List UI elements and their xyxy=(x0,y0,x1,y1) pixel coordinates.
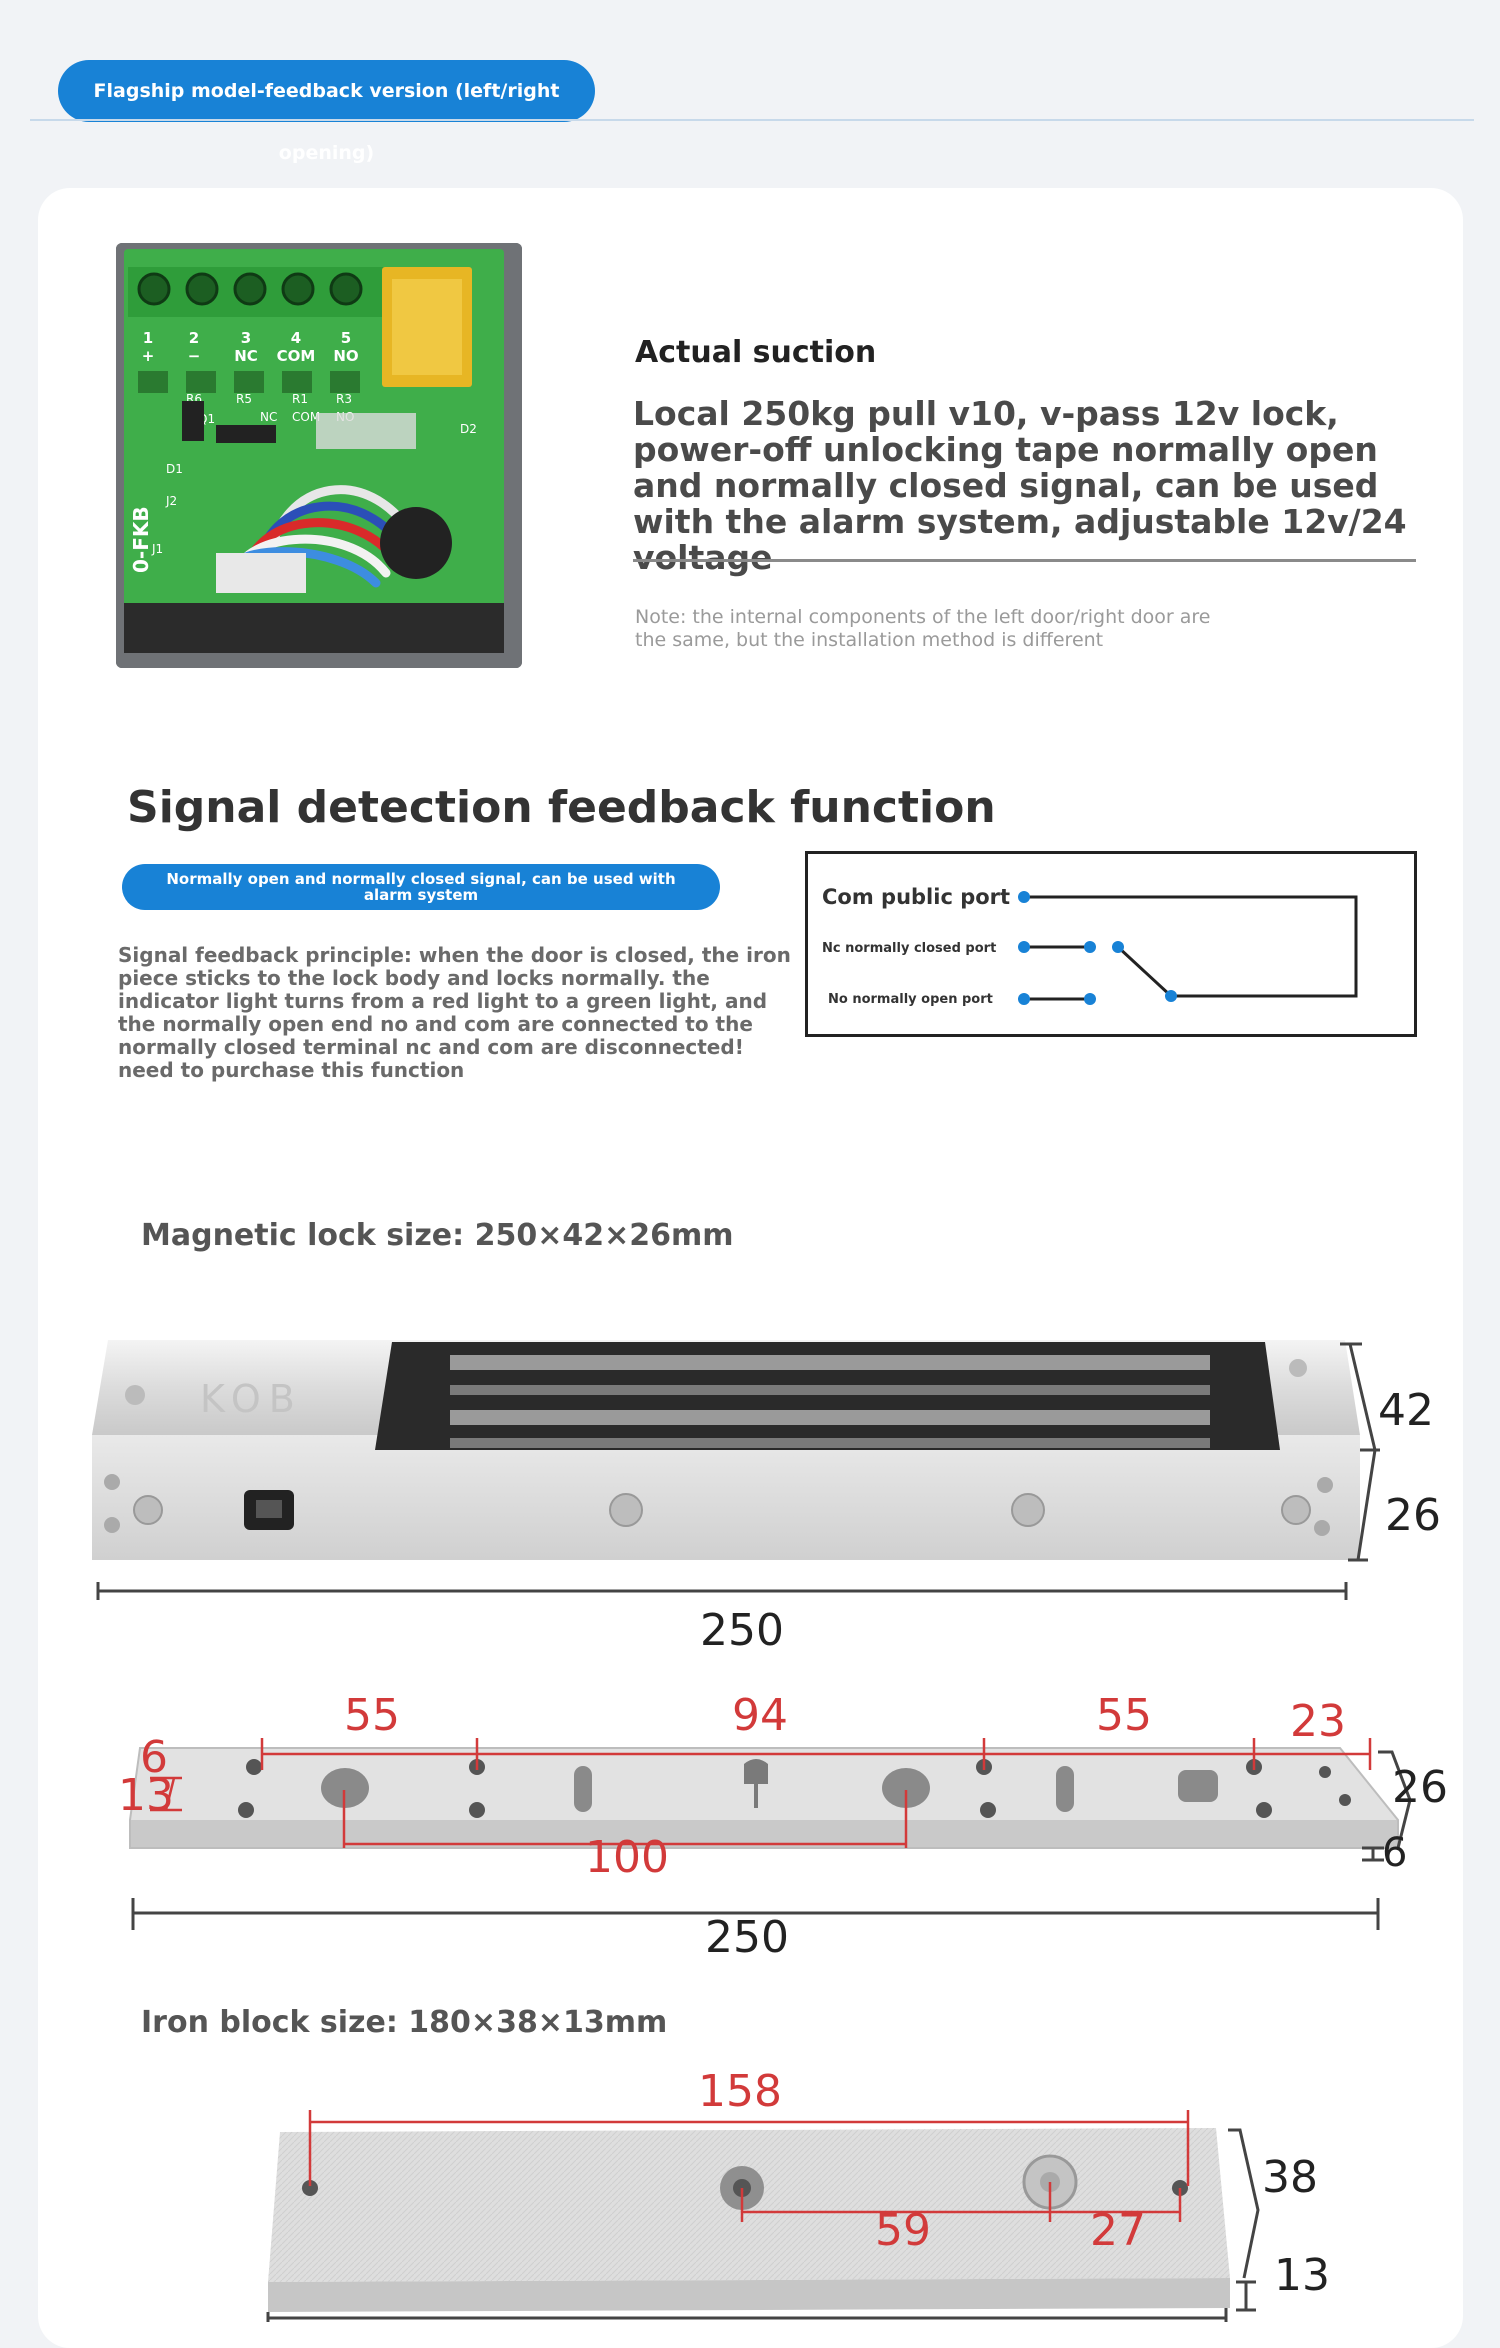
plate-dim-left: 13 xyxy=(118,1770,174,1821)
svg-text:COM: COM xyxy=(292,410,320,424)
lock-brand-mark: KOB xyxy=(200,1377,303,1421)
terminal-sign: − xyxy=(188,347,201,365)
suction-title: Actual suction xyxy=(635,335,877,370)
terminal-number: 1 xyxy=(143,329,153,347)
led-lens xyxy=(316,413,416,449)
terminal-number: 3 xyxy=(241,329,251,347)
pcb-illustration: 1 2 3 4 5 + − NC COM NO R6 R5 R1 R3 NC C… xyxy=(116,243,522,668)
svg-text:R1: R1 xyxy=(292,392,308,406)
com-wire xyxy=(1024,895,1358,998)
terminal-sign: + xyxy=(142,347,155,365)
iron-block-height-dimension: 38 xyxy=(1262,2152,1318,2203)
signal-badge-label: Normally open and normally closed signal… xyxy=(166,870,676,904)
pcb-photo: 1 2 3 4 5 + − NC COM NO R6 R5 R1 R3 NC C… xyxy=(116,243,522,668)
magnetic-lock-drawing: KOB 42 26 250 xyxy=(92,1340,1441,1656)
screw-icon xyxy=(1011,1493,1045,1527)
iron-block-size-title: Iron block size: 180×38×13mm xyxy=(141,2005,668,2040)
svg-text:R3: R3 xyxy=(336,392,352,406)
svg-text:D1: D1 xyxy=(166,462,183,476)
wiring-diagram: Com public port Nc normally closed port … xyxy=(805,851,1417,1037)
com-port-label: Com public port xyxy=(822,885,1010,909)
nc-port-label: Nc normally closed port xyxy=(822,941,996,956)
terminal-sign: NC xyxy=(234,347,258,365)
svg-text:R5: R5 xyxy=(236,392,252,406)
iron-block-inner-dimension: 59 xyxy=(875,2205,931,2256)
com-terminal-dot xyxy=(1018,891,1030,903)
plate-dim-left: 6 xyxy=(140,1732,168,1783)
mounting-hole xyxy=(246,1759,262,1775)
plate-length-dimension: 250 xyxy=(705,1912,789,1963)
plate-thickness-dimension: 6 xyxy=(1382,1830,1407,1876)
suction-headline: Local 250kg pull v10, v-pass 12v lock, p… xyxy=(633,394,1407,577)
signal-badge: Normally open and normally closed signal… xyxy=(122,864,720,910)
lock-length-dimension: 250 xyxy=(700,1605,784,1656)
screw-icon xyxy=(133,1495,163,1525)
no-terminal-dot xyxy=(1018,993,1030,1005)
iron-block-thickness-dimension: 13 xyxy=(1274,2250,1330,2301)
no-port-label: No normally open port xyxy=(828,992,993,1007)
nc-terminal-dot xyxy=(1018,941,1030,953)
mounting-hole xyxy=(302,2180,318,2196)
terminal-sign: COM xyxy=(277,347,316,365)
installation-note: Note: the internal components of the lef… xyxy=(635,606,1211,651)
lock-depth-dimension: 26 xyxy=(1385,1490,1441,1541)
lock-height-dimension: 42 xyxy=(1378,1385,1434,1436)
plate-dim-top: 55 xyxy=(344,1690,400,1741)
board-label: 0-FKB xyxy=(129,506,153,573)
wire-connector xyxy=(216,553,306,593)
svg-text:D2: D2 xyxy=(460,422,477,436)
signal-section-title: Signal detection feedback function xyxy=(127,782,996,833)
plate-dim-inner: 100 xyxy=(585,1832,669,1883)
svg-text:J1: J1 xyxy=(151,542,163,556)
terminal-number: 4 xyxy=(291,329,301,347)
svg-text:J2: J2 xyxy=(165,494,177,508)
screw-icon xyxy=(609,1493,643,1527)
model-badge: Flagship model-feedback version (left/ri… xyxy=(58,60,595,164)
iron-block-drawing: 158 59 27 38 13 xyxy=(266,2070,1330,2322)
terminal-number: 2 xyxy=(189,329,199,347)
signal-principle-text: Signal feedback principle: when the door… xyxy=(118,943,791,1082)
headline-divider xyxy=(633,559,1416,562)
switch-blade xyxy=(1116,945,1173,998)
potentiometer xyxy=(380,507,452,579)
header-divider xyxy=(30,119,1474,121)
plate-dim-top: 94 xyxy=(732,1690,788,1741)
mounting-plate-drawing: 55 94 55 23 6 13 100 26 6 250 xyxy=(118,1690,1448,1963)
plate-height-dimension: 26 xyxy=(1392,1762,1448,1813)
terminal-number: 5 xyxy=(341,329,351,347)
terminal-sign: NO xyxy=(333,347,358,365)
plate-dim-top: 23 xyxy=(1290,1696,1346,1747)
iron-block-span-dimension: 158 xyxy=(698,2070,782,2117)
screw-icon xyxy=(1281,1495,1311,1525)
iron-block-inner-dimension: 27 xyxy=(1090,2205,1146,2256)
svg-text:NC: NC xyxy=(260,410,277,424)
lock-side-face xyxy=(92,1435,1360,1560)
magnetic-lock-size-title: Magnetic lock size: 250×42×26mm xyxy=(141,1218,734,1253)
plate-dim-top: 55 xyxy=(1096,1690,1152,1741)
